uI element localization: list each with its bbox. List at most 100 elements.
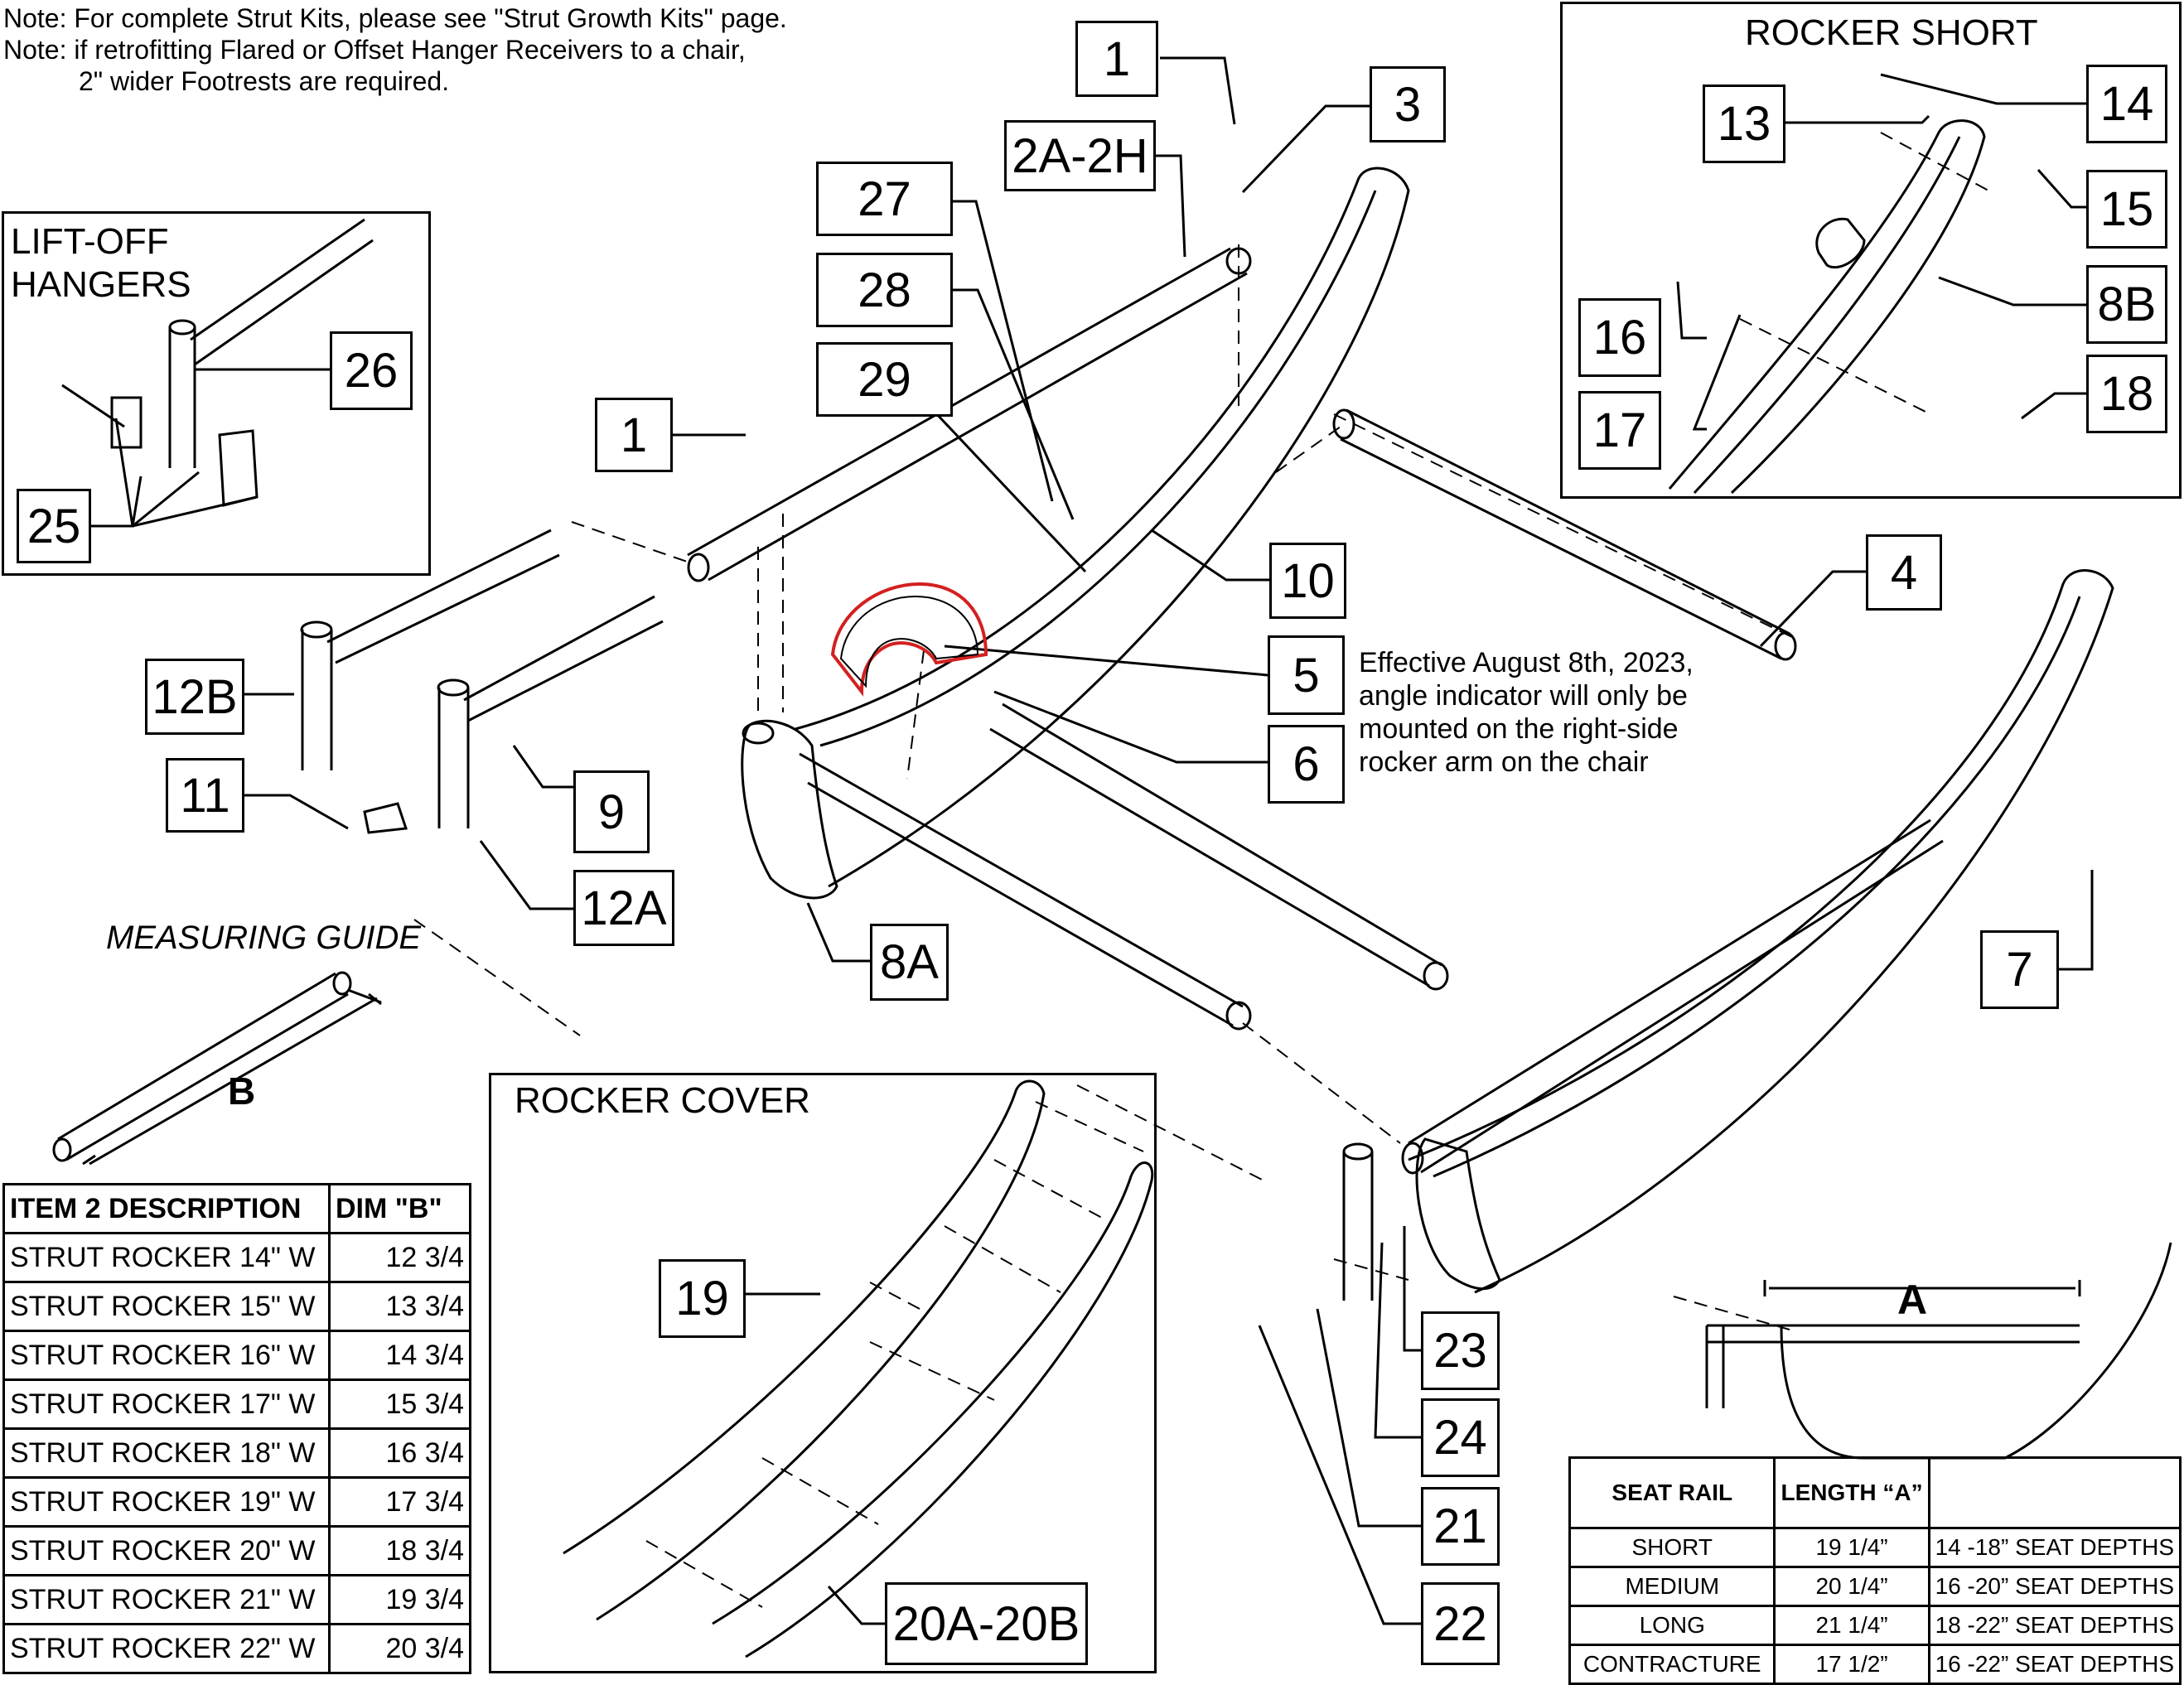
table-header: [1927, 1456, 2182, 1529]
leader-line: [953, 200, 1054, 502]
leader-line: [244, 794, 349, 830]
table-cell: 14 3/4: [328, 1330, 471, 1381]
callout-18: 18: [2086, 355, 2167, 433]
effective-note: Effective August 8th, 2023, angle indica…: [1359, 646, 1694, 779]
callout-1-top: 1: [1075, 21, 1158, 97]
callout-19: 19: [659, 1259, 746, 1338]
table-cell: CONTRACTURE: [1568, 1644, 1776, 1685]
effective-note-line: angle indicator will only be: [1359, 680, 1688, 712]
table-cell: 18 3/4: [328, 1525, 471, 1576]
table-cell: 16 -22” SEAT DEPTHS: [1927, 1644, 2182, 1685]
table-cell: 13 3/4: [328, 1281, 471, 1332]
table-cell: STRUT ROCKER 14" W: [2, 1232, 331, 1283]
table-cell: STRUT ROCKER 17" W: [2, 1378, 331, 1430]
leader-line: [953, 288, 1075, 520]
callout-26: 26: [330, 331, 413, 410]
callout-3: 3: [1370, 66, 1446, 142]
callout-23: 23: [1421, 1311, 1500, 1390]
table-cell: STRUT ROCKER 18" W: [2, 1427, 331, 1479]
callout-4: 4: [1866, 534, 1942, 611]
panel-title-line: HANGERS: [11, 264, 191, 305]
table-cell: STRUT ROCKER 20" W: [2, 1525, 331, 1576]
table-cell: 17 3/4: [328, 1476, 471, 1528]
callout-27: 27: [816, 162, 953, 236]
note-footrests: 2" wider Footrests are required.: [79, 66, 450, 96]
leader-line: [1241, 104, 1375, 194]
leader-line: [1759, 570, 1866, 648]
table-cell: 15 3/4: [328, 1378, 471, 1430]
dimension-b-label: B: [228, 1069, 256, 1113]
leader-line: [1160, 56, 1236, 125]
callout-22: 22: [1421, 1582, 1500, 1665]
callout-8a: 8A: [870, 924, 949, 1001]
leader-line: [1676, 281, 1707, 340]
callout-12b: 12B: [145, 659, 244, 735]
callout-9: 9: [573, 770, 650, 853]
callout-7: 7: [1980, 930, 2059, 1009]
rocker-cover-title: ROCKER COVER: [515, 1080, 810, 1121]
callout-1-left: 1: [595, 398, 673, 472]
leader-line: [91, 418, 258, 528]
table-header-row: ITEM 2 DESCRIPTION DIM "B": [2, 1183, 471, 1234]
callout-2a-2h: 2A-2H: [1004, 120, 1156, 191]
table-cell: STRUT ROCKER 22" W: [2, 1623, 331, 1674]
callout-6: 6: [1268, 725, 1345, 804]
table-cell: STRUT ROCKER 15" W: [2, 1281, 331, 1332]
table-cell: 18 -22” SEAT DEPTHS: [1927, 1605, 2182, 1646]
table-cell: 20 1/4”: [1773, 1566, 1930, 1607]
note-strut-kits: Note: For complete Strut Kits, please se…: [3, 3, 787, 33]
callout-17: 17: [1578, 391, 1661, 470]
angle-indicator-highlight: [830, 582, 988, 697]
leader-line: [2021, 392, 2086, 420]
table-cell: 14 -18” SEAT DEPTHS: [1927, 1527, 2182, 1568]
callout-5: 5: [1268, 635, 1345, 715]
panel-title-line: LIFT-OFF: [11, 221, 169, 262]
effective-note-line: rocker arm on the chair: [1359, 746, 1649, 778]
table-cell: STRUT ROCKER 21" W: [2, 1574, 331, 1625]
lift-off-hangers-panel: LIFT-OFF HANGERS: [2, 211, 431, 576]
callout-15: 15: [2086, 170, 2167, 249]
lift-off-hangers-title: LIFT-OFF HANGERS: [11, 220, 191, 307]
leader-line: [1374, 1242, 1421, 1439]
callout-14: 14: [2086, 65, 2167, 143]
table-cell: SHORT: [1568, 1527, 1776, 1568]
table-cell: 20 3/4: [328, 1623, 471, 1674]
leader-line: [993, 690, 1268, 764]
rocker-cover-panel: ROCKER COVER: [489, 1073, 1157, 1673]
table-header: SEAT RAIL: [1568, 1456, 1776, 1529]
callout-28: 28: [816, 253, 953, 327]
table-cell: 21 1/4”: [1773, 1605, 1930, 1646]
table-cell: STRUT ROCKER 19" W: [2, 1476, 331, 1528]
callout-29: 29: [816, 342, 953, 417]
callout-13: 13: [1703, 84, 1785, 163]
leader-line: [512, 745, 573, 789]
table-cell: 16 3/4: [328, 1427, 471, 1479]
leader-line: [1403, 1226, 1421, 1352]
table-cell: LONG: [1568, 1605, 1776, 1646]
leader-line: [806, 902, 870, 963]
rocker-short-panel: ROCKER SHORT: [1560, 2, 2182, 499]
table-header: ITEM 2 DESCRIPTION: [2, 1183, 331, 1234]
table-cell: 16 -20” SEAT DEPTHS: [1927, 1566, 2182, 1607]
leader-line: [479, 840, 573, 910]
effective-note-line: Effective August 8th, 2023,: [1359, 647, 1694, 678]
leader-line: [1880, 73, 2086, 105]
effective-note-line: mounted on the right-side: [1359, 713, 1679, 745]
table-cell: MEDIUM: [1568, 1566, 1776, 1607]
callout-24: 24: [1421, 1398, 1500, 1477]
table-cell: 17 1/2”: [1773, 1644, 1930, 1685]
